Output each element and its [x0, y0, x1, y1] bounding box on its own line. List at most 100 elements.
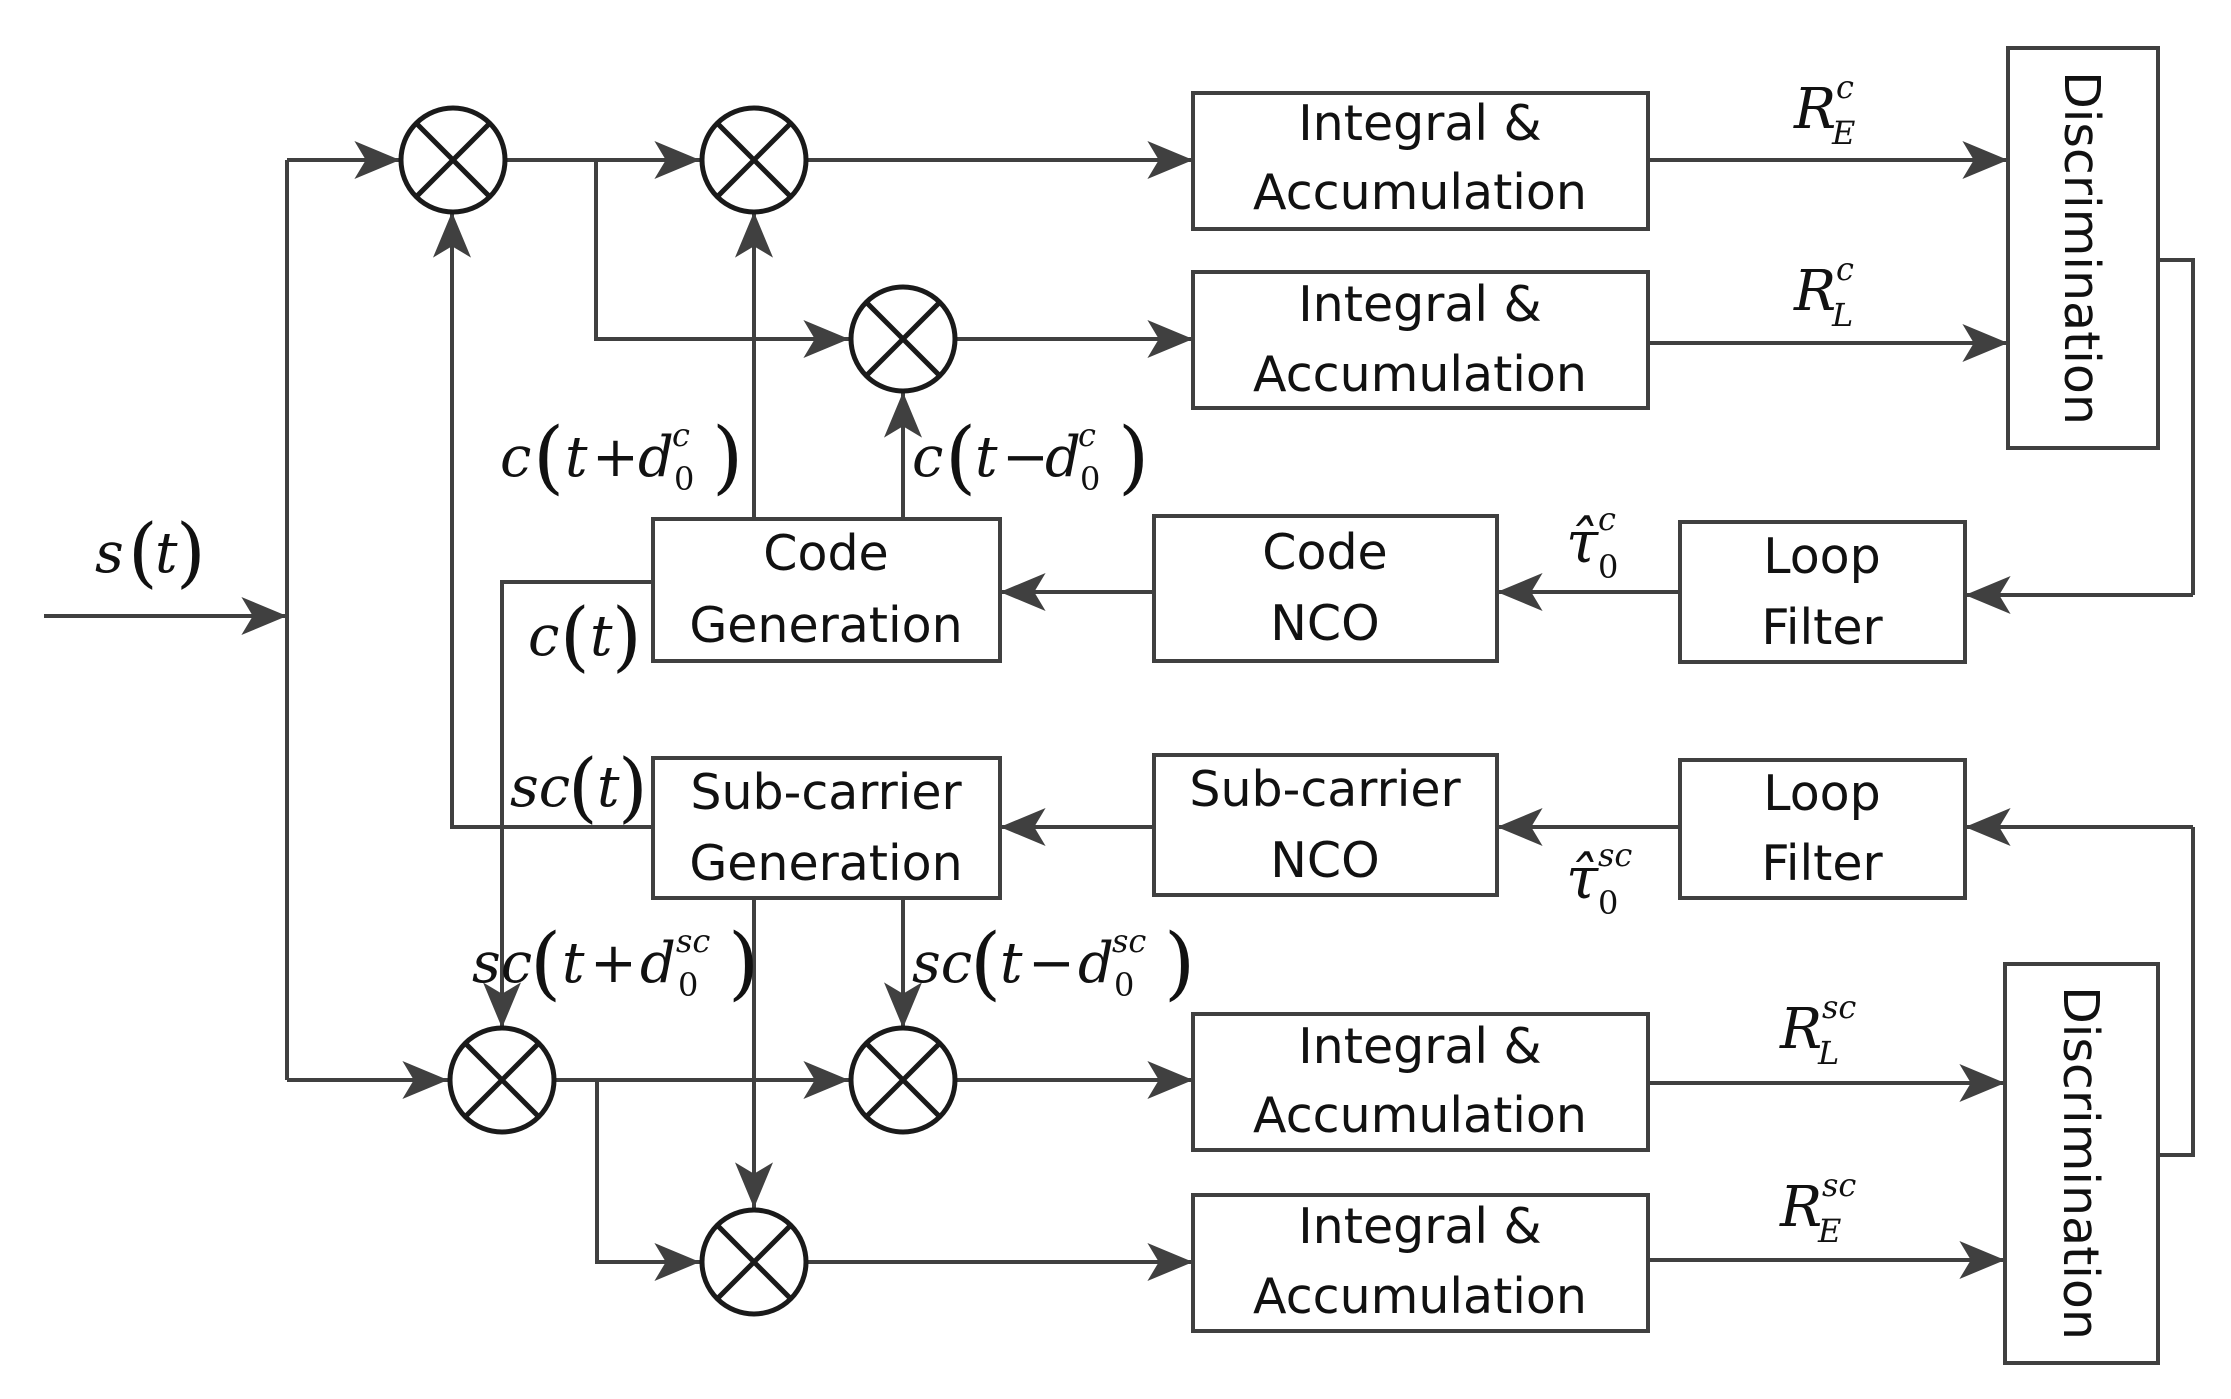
- paren-open: (: [128, 507, 158, 596]
- signal-base: R: [1779, 997, 1822, 1062]
- block-label: NCO: [1270, 832, 1379, 889]
- paren-open: (: [533, 410, 564, 503]
- signal-superscript: c: [1078, 416, 1096, 454]
- block-label: Loop: [1763, 765, 1881, 822]
- block-label: Filter: [1761, 835, 1883, 892]
- signal-subcarrier-early-label: sc ( t + d 0 sc ): [472, 916, 759, 1009]
- signal-arg: t: [155, 521, 178, 586]
- signal-superscript: sc: [1112, 922, 1146, 960]
- signal-operator: −: [1002, 425, 1049, 490]
- signal-subscript: L: [1831, 296, 1853, 334]
- block-label: Sub-carrier: [690, 764, 962, 821]
- integral-accumulation-block-3: Integral & Accumulation: [1191, 1012, 1650, 1152]
- discrimination-block-top: Discrimination: [2006, 46, 2160, 450]
- mixer-top-3: [848, 284, 958, 394]
- signal-subcarrier-late-label: sc ( t − d 0 sc ): [912, 916, 1195, 1009]
- signal-delay: d: [638, 425, 674, 490]
- signal-code-early-label: c ( t + d 0 c ): [500, 410, 743, 503]
- wire-m1-m3: [594, 160, 850, 358]
- signal-delay: d: [1078, 931, 1114, 996]
- signal-operator: +: [590, 931, 637, 996]
- signal-arg: t: [590, 604, 613, 669]
- signal-base: R: [1793, 259, 1836, 324]
- block-label: Discrimination: [2052, 986, 2109, 1340]
- signal-base: c: [912, 425, 943, 490]
- signal-r-early-code-label: R E c: [1793, 68, 1855, 152]
- mixer-bottom-1: [447, 1025, 557, 1135]
- paren-close: ): [1118, 410, 1149, 503]
- wire-subcarrier-prompt: [433, 212, 653, 829]
- signal-subscript: E: [1831, 114, 1855, 152]
- paren-close: ): [618, 742, 648, 831]
- signal-r-late-code-label: R L c: [1793, 250, 1854, 334]
- signal-subscript: 0: [1598, 548, 1618, 586]
- signal-arg: t: [1000, 931, 1023, 996]
- signal-subscript: 0: [674, 460, 694, 498]
- paren-open: (: [530, 916, 561, 1009]
- loop-filter-block-top: Loop Filter: [1678, 520, 1967, 664]
- loop-filter-block-bottom: Loop Filter: [1678, 758, 1967, 900]
- signal-superscript: sc: [1598, 836, 1632, 874]
- subcarrier-generation-block: Sub-carrier Generation: [651, 756, 1002, 900]
- paren-close: ): [728, 916, 759, 1009]
- signal-tau-code-label: τ̂ 0 c: [1566, 500, 1618, 586]
- signal-tau-subcarrier-label: τ̂ 0 sc: [1566, 836, 1632, 922]
- signal-superscript: c: [1836, 68, 1854, 106]
- signal-base: c: [528, 604, 559, 669]
- signal-base: sc: [472, 931, 532, 996]
- paren-open: (: [560, 591, 590, 680]
- signal-input-label: s ( t ): [95, 507, 206, 596]
- mixer-bottom-3: [699, 1207, 809, 1317]
- signal-subscript: 0: [1080, 460, 1100, 498]
- signal-subscript: L: [1817, 1034, 1839, 1072]
- paren-open: (: [970, 916, 1001, 1009]
- signal-base: sc: [912, 931, 972, 996]
- signal-base: τ̂: [1566, 508, 1599, 576]
- paren-open: (: [568, 742, 598, 831]
- block-label: Code: [1262, 524, 1387, 581]
- signal-base: τ̂: [1566, 844, 1599, 912]
- block-label: Generation: [689, 597, 962, 654]
- signal-superscript: sc: [1822, 988, 1856, 1026]
- signal-superscript: sc: [1822, 1166, 1856, 1204]
- block-label: Accumulation: [1253, 164, 1587, 221]
- signal-base: s: [95, 521, 124, 586]
- block-label: Generation: [689, 835, 962, 892]
- wire-m4-m6: [595, 1080, 701, 1281]
- signal-subscript: E: [1817, 1212, 1841, 1250]
- signal-r-late-subcarrier-label: R L sc: [1779, 988, 1856, 1072]
- block-label: Accumulation: [1253, 1087, 1587, 1144]
- wire-disc-bottom-out: [2158, 827, 2195, 1157]
- signal-subscript: 0: [678, 966, 698, 1004]
- paren-close: ): [712, 410, 743, 503]
- block-label: Code: [763, 525, 888, 582]
- signal-delay: d: [640, 931, 676, 996]
- block-label: Loop: [1763, 528, 1881, 585]
- signal-operator: +: [592, 425, 639, 490]
- paren-open: (: [945, 410, 976, 503]
- paren-close: ): [176, 507, 206, 596]
- code-generation-block: Code Generation: [651, 517, 1002, 663]
- block-label: NCO: [1270, 595, 1379, 652]
- signal-arg: t: [562, 931, 585, 996]
- signal-base: c: [500, 425, 531, 490]
- subcarrier-nco-block: Sub-carrier NCO: [1152, 753, 1499, 897]
- wire-disc-top-out: [2158, 258, 2195, 595]
- signal-subscript: 0: [1114, 966, 1134, 1004]
- block-label: Integral &: [1298, 276, 1542, 333]
- signal-code-prompt-label: c ( t ): [528, 591, 642, 680]
- block-label: Integral &: [1298, 1198, 1542, 1255]
- signal-superscript: sc: [676, 922, 710, 960]
- block-label: Sub-carrier: [1189, 761, 1461, 818]
- signal-superscript: c: [672, 416, 690, 454]
- mixer-bottom-2: [848, 1025, 958, 1135]
- signal-subcarrier-prompt-label: sc ( t ): [510, 742, 648, 831]
- block-label: Filter: [1761, 599, 1883, 656]
- integral-accumulation-block-2: Integral & Accumulation: [1191, 270, 1650, 410]
- signal-base: R: [1793, 77, 1836, 142]
- block-label: Accumulation: [1253, 1268, 1587, 1325]
- signal-arg: t: [565, 425, 588, 490]
- block-label: Integral &: [1298, 1018, 1542, 1075]
- paren-close: ): [612, 591, 642, 680]
- integral-accumulation-block-1: Integral & Accumulation: [1191, 91, 1650, 231]
